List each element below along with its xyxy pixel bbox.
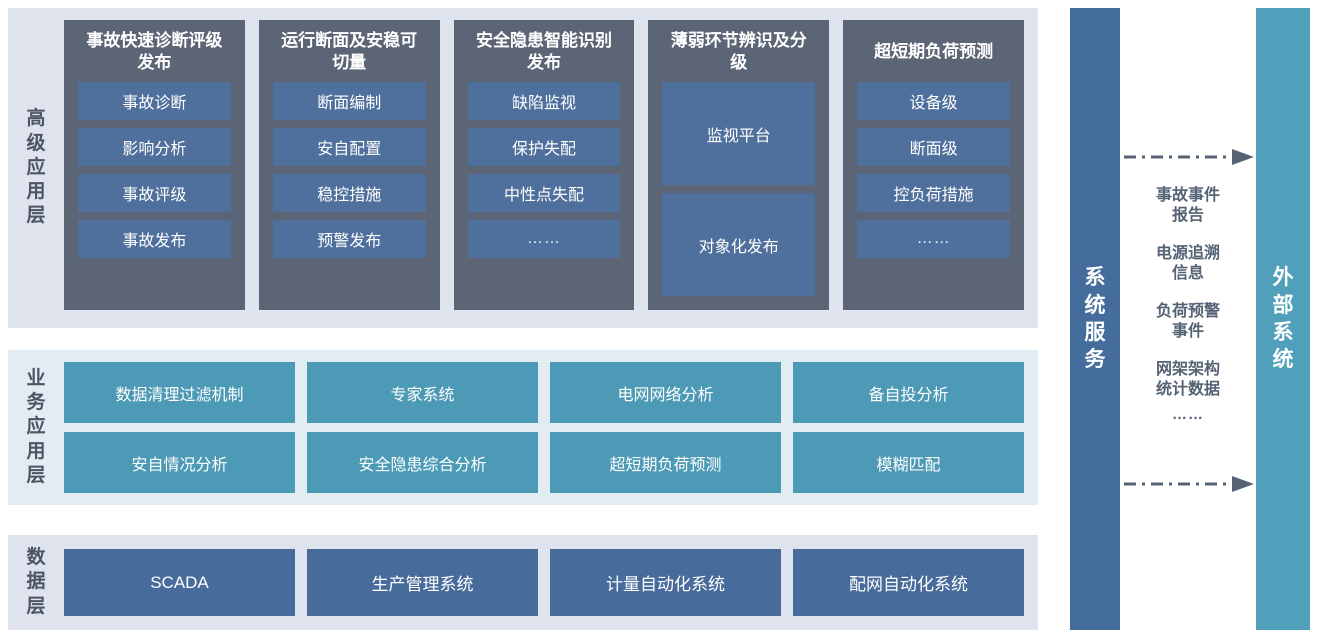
data-layer-label-char-1: 据: [26, 571, 46, 593]
advanced-column-title: 薄弱环节辨识及分级: [670, 30, 807, 72]
advanced-item[interactable]: 控负荷措施: [857, 174, 1010, 212]
business-item[interactable]: 备自投分析: [793, 362, 1024, 423]
external-system-label-char-1: 部: [1272, 293, 1294, 317]
flow-label: 网架架构统计数据: [1155, 360, 1220, 399]
business-layer-label-char-3: 用: [26, 440, 46, 462]
advanced-item[interactable]: 影响分析: [78, 128, 231, 166]
advanced-column-title: 安全隐患智能识别发布: [475, 30, 612, 72]
advanced-column-items: 缺陷监视保护失配中性点失配 ……: [467, 82, 621, 296]
advanced-layer-label-char-2: 应: [26, 156, 46, 178]
business-layer-label-char-0: 业: [26, 367, 46, 389]
advanced-item[interactable]: 中性点失配: [467, 174, 621, 212]
business-layer-label-char-1: 务: [26, 392, 46, 414]
advanced-column-items: 断面编制安自配置稳控措施预警发布: [272, 82, 426, 296]
business-item[interactable]: 安全隐患综合分析: [307, 432, 538, 493]
arrow-right-top-icon: [1124, 148, 1256, 166]
business-item[interactable]: 安自情况分析: [64, 432, 295, 493]
advanced-column-items: 事故诊断影响分析事故评级事故发布: [78, 82, 231, 296]
advanced-item[interactable]: 断面编制: [272, 82, 426, 120]
arrow-right-bottom-icon: [1124, 475, 1256, 493]
advanced-column-4[interactable]: 超短期负荷预测设备级断面级控负荷措施 ……: [843, 20, 1024, 310]
flow-label: 负荷预警事件: [1155, 302, 1220, 341]
advanced-layer-label-char-0: 高: [26, 108, 46, 130]
advanced-layer-label: 高级应用层: [8, 8, 64, 328]
advanced-layer-label-char-4: 层: [26, 205, 46, 227]
external-system-label-char-3: 统: [1272, 348, 1294, 372]
advanced-layer-label-char-3: 用: [26, 181, 46, 203]
data-layer-label: 数据层: [8, 535, 64, 630]
business-layer-label-char-4: 层: [26, 464, 46, 486]
system-service-label-char-2: 服: [1084, 321, 1106, 344]
advanced-column-title: 事故快速诊断评级发布: [86, 30, 223, 72]
integration-flow: 事故事件报告电源追溯信息负荷预警事件网架架构统计数据 ……: [1120, 8, 1256, 630]
advanced-item[interactable]: 设备级: [857, 82, 1010, 120]
business-item[interactable]: 数据清理过滤机制: [64, 362, 295, 423]
advanced-item[interactable]: 断面级: [857, 128, 1010, 166]
advanced-column-0[interactable]: 事故快速诊断评级发布事故诊断影响分析事故评级事故发布: [64, 20, 245, 310]
advanced-item[interactable]: 事故发布: [78, 220, 231, 258]
business-layer-label-char-2: 应: [26, 416, 46, 438]
advanced-column-title: 超短期负荷预测: [874, 41, 994, 61]
advanced-layer-columns: 事故快速诊断评级发布事故诊断影响分析事故评级事故发布运行断面及安稳可切量断面编制…: [64, 8, 1038, 328]
business-item[interactable]: 专家系统: [307, 362, 538, 423]
data-source-item[interactable]: 计量自动化系统: [550, 549, 781, 616]
system-service-label-char-3: 务: [1084, 348, 1106, 372]
advanced-column-items: 监视平台对象化发布: [662, 82, 816, 296]
business-layer-label: 业务应用层: [8, 350, 64, 505]
advanced-column-1[interactable]: 运行断面及安稳可切量断面编制安自配置稳控措施预警发布: [258, 20, 440, 310]
business-item[interactable]: 电网网络分析: [550, 362, 781, 423]
business-layer-items: 数据清理过滤机制专家系统电网网络分析备自投分析安自情况分析安全隐患综合分析超短期…: [64, 350, 1038, 505]
business-application-layer: 业务应用层 数据清理过滤机制专家系统电网网络分析备自投分析安自情况分析安全隐患综…: [8, 350, 1038, 505]
business-item[interactable]: 模糊匹配: [793, 432, 1024, 493]
advanced-item[interactable]: ……: [857, 220, 1010, 258]
business-item[interactable]: 超短期负荷预测: [550, 432, 781, 493]
data-source-item[interactable]: SCADA: [64, 549, 295, 616]
advanced-item[interactable]: 稳控措施: [272, 174, 426, 212]
advanced-column-2[interactable]: 安全隐患智能识别发布缺陷监视保护失配中性点失配 ……: [453, 20, 635, 310]
advanced-item[interactable]: 事故诊断: [78, 82, 231, 120]
data-source-item[interactable]: 生产管理系统: [307, 549, 538, 616]
advanced-item[interactable]: 安自配置: [272, 128, 426, 166]
external-system-bar: 外部系统: [1256, 8, 1310, 630]
data-layer-label-char-0: 数: [26, 547, 46, 569]
advanced-column-3[interactable]: 薄弱环节辨识及分级监视平台对象化发布: [648, 20, 830, 310]
flow-ellipsis: ……: [1172, 405, 1204, 423]
system-service-label-char-0: 系: [1084, 266, 1106, 290]
advanced-item[interactable]: 对象化发布: [662, 193, 816, 296]
advanced-column-title: 运行断面及安稳可切量: [281, 30, 418, 72]
data-layer-label-char-2: 层: [26, 595, 46, 617]
system-service-bar: 系统服务: [1070, 8, 1120, 630]
advanced-item[interactable]: 监视平台: [662, 82, 816, 185]
system-service-label-char-1: 统: [1084, 293, 1106, 317]
flow-label-list: 事故事件报告电源追溯信息负荷预警事件网架架构统计数据 ……: [1120, 186, 1256, 423]
advanced-item[interactable]: 事故评级: [78, 174, 231, 212]
flow-label: 电源追溯信息: [1155, 244, 1220, 283]
advanced-layer-label-char-1: 级: [26, 132, 46, 154]
advanced-application-layer: 高级应用层 事故快速诊断评级发布事故诊断影响分析事故评级事故发布运行断面及安稳可…: [8, 8, 1038, 328]
external-system-label-char-2: 系: [1272, 321, 1294, 344]
advanced-column-items: 设备级断面级控负荷措施 ……: [857, 82, 1010, 296]
flow-label: 事故事件报告: [1155, 187, 1220, 225]
data-source-item[interactable]: 配网自动化系统: [793, 549, 1024, 616]
advanced-item[interactable]: 缺陷监视: [467, 82, 621, 120]
advanced-item[interactable]: 保护失配: [467, 128, 621, 166]
advanced-item[interactable]: ……: [467, 220, 621, 258]
external-system-label-char-0: 外: [1272, 266, 1294, 290]
advanced-item[interactable]: 预警发布: [272, 220, 426, 258]
